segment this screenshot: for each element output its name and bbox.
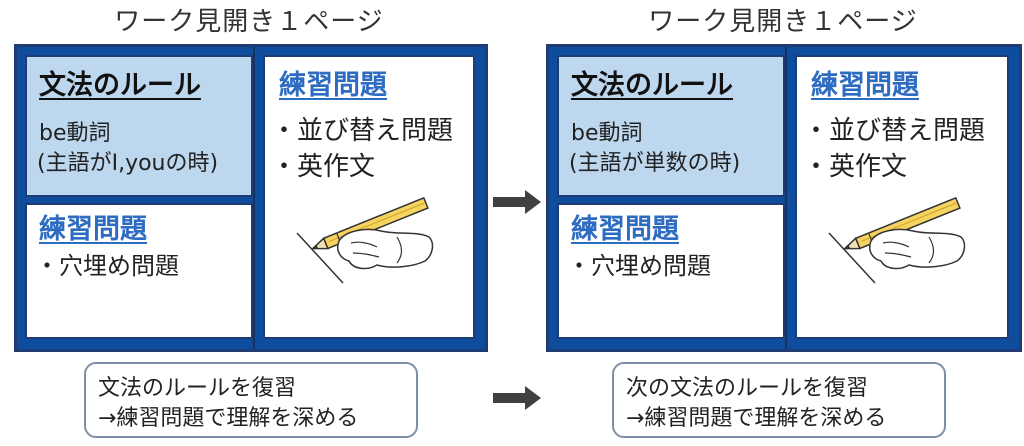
right-arrow-icon <box>493 386 541 410</box>
left-summary-line2: →練習問題で理解を深める <box>98 406 359 431</box>
left-practice-large-heading: 練習問題 <box>279 70 387 101</box>
right-practice-large-heading: 練習問題 <box>811 70 919 101</box>
left-practice-small-item: ・穴埋め問題 <box>35 252 179 280</box>
left-practice-large-panel: 練習問題 ・並び替え問題 ・英作文 <box>263 55 475 339</box>
right-practice-small-heading: 練習問題 <box>571 214 679 245</box>
left-spread: 文法のルール be動詞 (主語がI,youの時) 練習問題 ・穴埋め問題 練習問… <box>14 44 488 352</box>
right-spread-title: ワーク見開き１ページ <box>648 7 918 37</box>
left-practice-small-heading: 練習問題 <box>39 214 147 245</box>
left-practice-large-item1: ・並び替え問題 <box>271 116 454 146</box>
left-summary-box: 文法のルールを復習 →練習問題で理解を深める <box>84 362 418 438</box>
right-practice-small-panel: 練習問題 ・穴埋め問題 <box>557 203 785 339</box>
right-summary-box: 次の文法のルールを復習 →練習問題で理解を深める <box>612 362 946 438</box>
right-spread: 文法のルール be動詞 (主語が単数の時) 練習問題 ・穴埋め問題 練習問題 ・… <box>546 44 1022 352</box>
right-practice-large-item2: ・英作文 <box>803 152 908 182</box>
left-spread-divider <box>253 47 255 349</box>
left-rule-panel: 文法のルール be動詞 (主語がI,youの時) <box>25 55 253 197</box>
right-rule-line1: be動詞 <box>571 121 643 146</box>
right-summary-line2: →練習問題で理解を深める <box>626 406 887 431</box>
left-practice-large-item2: ・英作文 <box>271 152 376 182</box>
left-practice-small-panel: 練習問題 ・穴埋め問題 <box>25 203 253 339</box>
right-rule-line2: (主語が単数の時) <box>569 151 741 176</box>
pencil-hand-icon <box>296 197 434 284</box>
right-arrow-icon <box>493 190 541 214</box>
left-summary-line1: 文法のルールを復習 <box>98 376 297 401</box>
right-practice-large-panel: 練習問題 ・並び替え問題 ・英作文 <box>795 55 1009 339</box>
left-rule-line1: be動詞 <box>39 121 111 146</box>
right-rule-panel: 文法のルール be動詞 (主語が単数の時) <box>557 55 785 197</box>
right-practice-large-item1: ・並び替え問題 <box>803 116 986 146</box>
right-practice-small-item: ・穴埋め問題 <box>567 252 711 280</box>
pencil-hand-icon <box>828 197 966 284</box>
left-rule-line2: (主語がI,youの時) <box>37 151 219 176</box>
left-rule-heading: 文法のルール <box>39 70 201 101</box>
right-summary-line1: 次の文法のルールを復習 <box>626 376 869 401</box>
left-spread-title: ワーク見開き１ページ <box>114 7 384 37</box>
right-rule-heading: 文法のルール <box>571 70 733 101</box>
right-spread-divider <box>785 47 787 349</box>
